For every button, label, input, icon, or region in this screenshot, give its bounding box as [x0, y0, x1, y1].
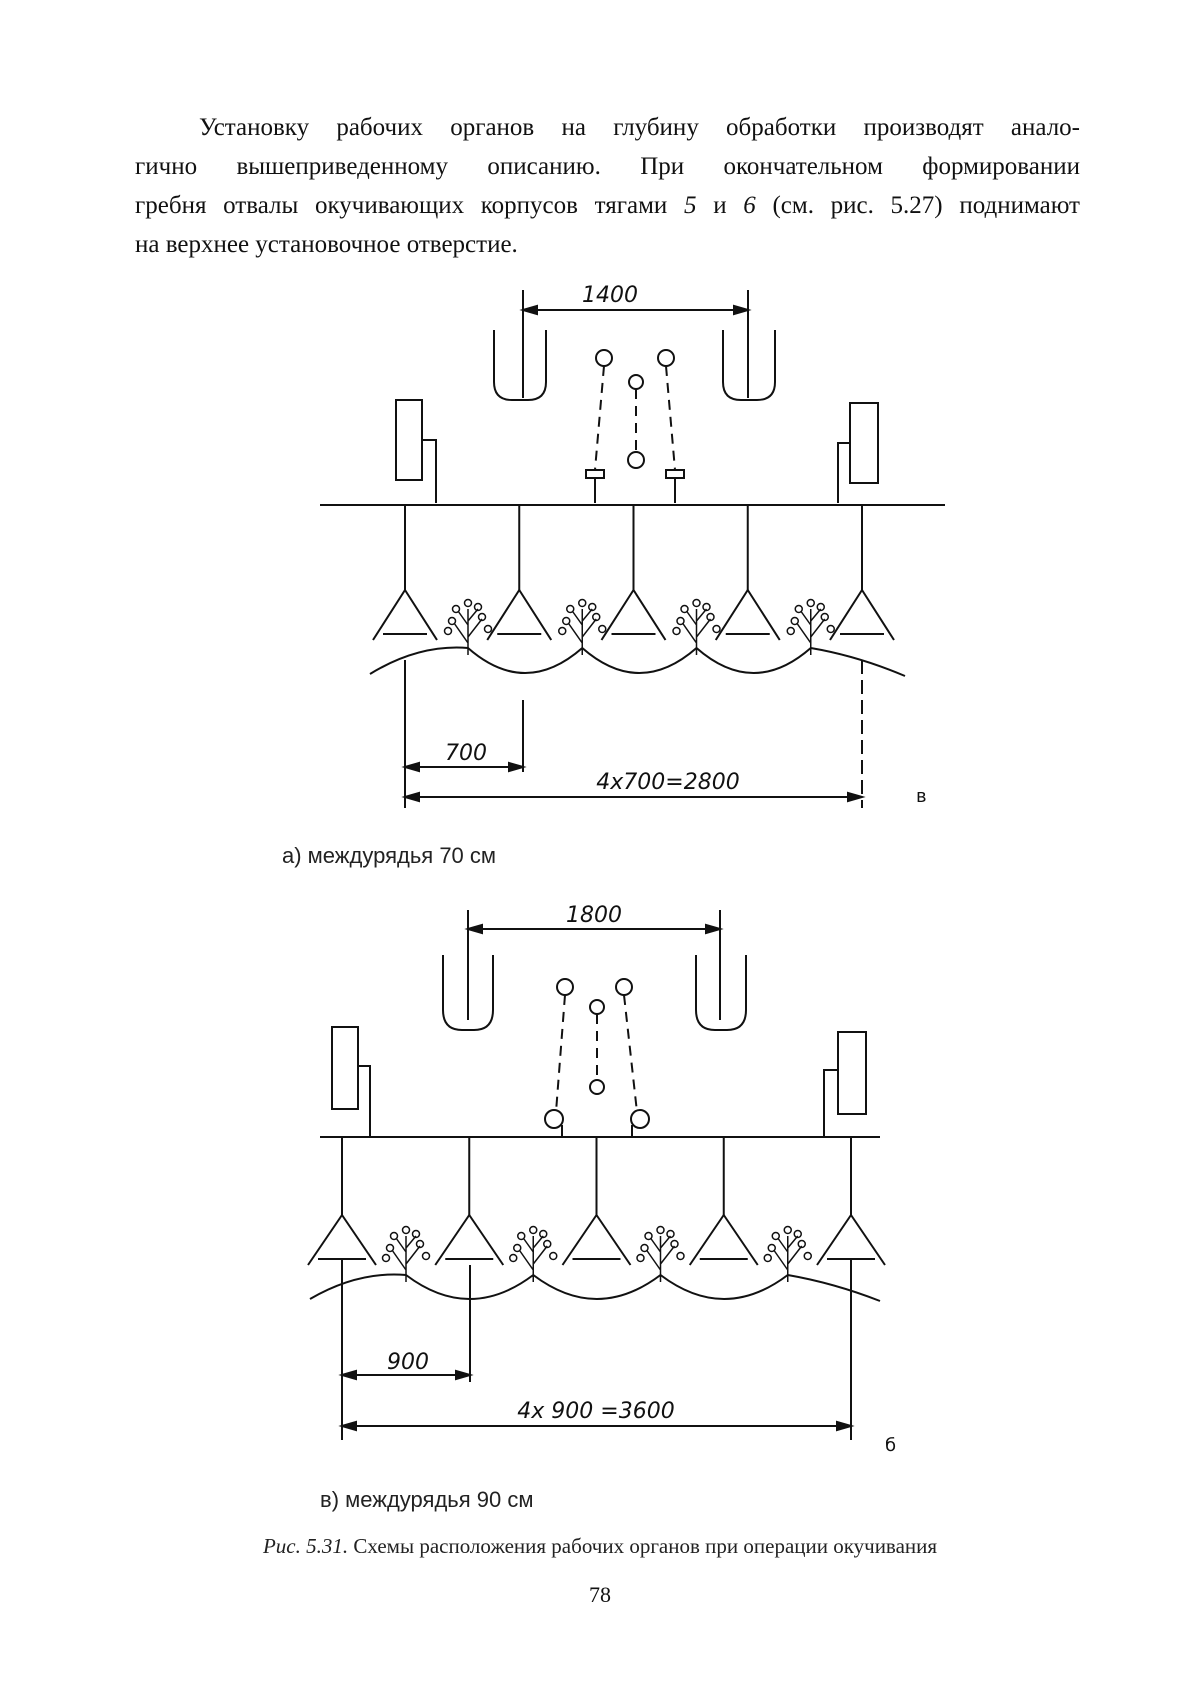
plant-rows [445, 600, 835, 656]
hitch-linkage [545, 979, 649, 1137]
gauge-wheel-right [838, 1032, 866, 1114]
total-width-label: 4х700=2800 [596, 770, 739, 795]
gauge-wheel-left [332, 1027, 358, 1109]
rear-wheel-left [494, 330, 546, 400]
plant [787, 600, 834, 656]
hilling-body [563, 1137, 631, 1265]
figure-caption: Рис. 5.31. Схемы расположения рабочих ор… [0, 1534, 1200, 1559]
panel-letter: в [916, 786, 927, 807]
hilling-body [817, 1137, 885, 1265]
plant [764, 1227, 811, 1283]
hilling-body [690, 1137, 758, 1265]
gauge-wheel-left [396, 400, 422, 480]
total-width-label: 4х 900 =3600 [517, 1399, 674, 1424]
ridge-profile [310, 1275, 880, 1302]
panel-letter: б [885, 1435, 896, 1456]
hilling-body [716, 505, 780, 640]
subfigure-caption: в) междурядья 90 см [320, 1487, 533, 1513]
hilling-body [487, 505, 551, 640]
plant [637, 1227, 684, 1283]
plant [510, 1227, 557, 1283]
hilling-body [373, 505, 437, 640]
row-spacing-label: 900 [387, 1350, 429, 1375]
row-spacing-label: 700 [445, 741, 487, 766]
hilling-bodies [373, 505, 894, 640]
hilling-body [830, 505, 894, 640]
diagram-row-spacing-90: 1800 900 4х 900 =3600 б [0, 860, 1200, 1500]
figure-caption-text: Схемы расположения рабочих органов при о… [348, 1534, 937, 1558]
diagram-row-spacing-70: 1400 700 4х700=2800 в [0, 0, 1200, 860]
hitch-linkage [586, 350, 684, 503]
gauge-wheel-right [850, 403, 878, 483]
gauge-wheel-bracket-right [838, 443, 850, 503]
hilling-body [602, 505, 666, 640]
gauge-wheel-bracket-left [422, 440, 436, 503]
top-dimension-label: 1800 [566, 903, 622, 928]
hilling-body [308, 1137, 376, 1265]
top-dimension-label: 1400 [582, 283, 638, 308]
page-number: 78 [0, 1582, 1200, 1608]
plant-rows [383, 1227, 812, 1283]
hilling-body [435, 1137, 503, 1265]
ridge-profile [370, 648, 905, 676]
gauge-wheel-bracket-left [358, 1066, 370, 1137]
figure-label: Рис. 5.31. [263, 1534, 348, 1558]
gauge-wheel-bracket-right [824, 1070, 838, 1137]
